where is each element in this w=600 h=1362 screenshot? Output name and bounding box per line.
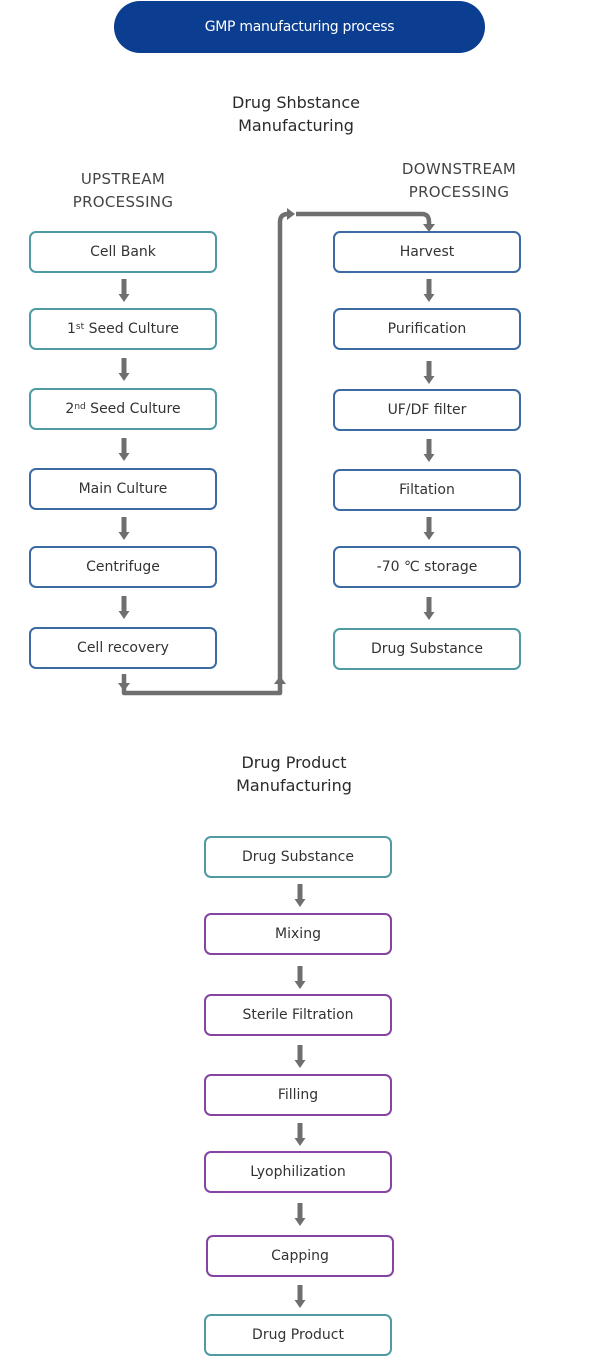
downstream-step-storage: -70 ℃ storage bbox=[333, 546, 521, 588]
product-step-lyophilization: Lyophilization bbox=[204, 1151, 392, 1193]
upstream-heading-line2: PROCESSING bbox=[72, 193, 174, 211]
arrow-down-icon bbox=[118, 683, 130, 691]
arrow-down-icon bbox=[118, 596, 130, 619]
product-step-label: Drug Substance bbox=[242, 849, 354, 865]
product-step-capping: Capping bbox=[206, 1235, 394, 1277]
header-title: GMP manufacturing process bbox=[114, 1, 485, 53]
downstream-heading: DOWNSTREAM PROCESSING bbox=[379, 158, 539, 204]
arrow-down-icon bbox=[294, 1045, 306, 1068]
upstream-step-cell-bank: Cell Bank bbox=[29, 231, 217, 273]
arrow-down-icon bbox=[423, 224, 435, 232]
downstream-step-filtation: Filtation bbox=[333, 469, 521, 511]
product-title-line1: Drug Product bbox=[241, 753, 347, 772]
downstream-step-drug-substance: Drug Substance bbox=[333, 628, 521, 670]
product-step-label: Mixing bbox=[275, 926, 321, 942]
arrow-down-icon bbox=[294, 1285, 306, 1308]
downstream-step-label: Purification bbox=[387, 321, 467, 337]
upstream-step-label: Centrifuge bbox=[86, 559, 160, 575]
upstream-step-ordinal: st bbox=[75, 322, 85, 332]
product-step-label: Capping bbox=[271, 1248, 329, 1264]
downstream-heading-line1: DOWNSTREAM bbox=[401, 160, 517, 178]
downstream-step-ufdf-filter: UF/DF filter bbox=[333, 389, 521, 431]
upstream-step-prefix: 1 bbox=[66, 321, 76, 337]
upstream-step-label: Main Culture bbox=[78, 481, 168, 497]
arrow-down-icon bbox=[423, 597, 435, 620]
arrow-down-icon bbox=[118, 358, 130, 381]
arrow-down-icon bbox=[294, 966, 306, 989]
upstream-step-main-culture: Main Culture bbox=[29, 468, 217, 510]
arrow-right-icon bbox=[287, 208, 295, 220]
arrow-down-icon bbox=[423, 361, 435, 384]
downstream-step-label: Harvest bbox=[399, 244, 455, 260]
product-step-mixing: Mixing bbox=[204, 913, 392, 955]
upstream-to-downstream-connector bbox=[121, 211, 432, 696]
arrow-down-icon bbox=[294, 884, 306, 907]
upstream-step-prefix: 2 bbox=[65, 401, 75, 417]
upstream-step-label: Cell recovery bbox=[77, 640, 169, 656]
upstream-step-ordinal: nd bbox=[74, 402, 86, 412]
upstream-heading-line1: UPSTREAM bbox=[80, 170, 166, 188]
downstream-step-label: Filtation bbox=[399, 482, 455, 498]
arrow-up-icon bbox=[274, 676, 286, 684]
upstream-step-cell-recovery: Cell recovery bbox=[29, 627, 217, 669]
arrow-down-icon bbox=[423, 517, 435, 540]
downstream-step-label: Drug Substance bbox=[371, 641, 483, 657]
product-step-label: Sterile Filtration bbox=[242, 1007, 354, 1023]
downstream-step-label: -70 ℃ storage bbox=[376, 559, 478, 575]
arrow-down-icon bbox=[423, 279, 435, 302]
substance-title-line2: Manufacturing bbox=[238, 116, 354, 135]
downstream-step-harvest: Harvest bbox=[333, 231, 521, 273]
arrow-down-icon bbox=[118, 438, 130, 461]
product-step-drug-product: Drug Product bbox=[204, 1314, 392, 1356]
substance-title: Drug Shbstance Manufacturing bbox=[196, 91, 396, 137]
arrow-down-icon bbox=[118, 279, 130, 302]
downstream-heading-line2: PROCESSING bbox=[408, 183, 510, 201]
downstream-step-purification: Purification bbox=[333, 308, 521, 350]
upstream-step-label: Seed Culture bbox=[85, 401, 181, 417]
upstream-step-centrifuge: Centrifuge bbox=[29, 546, 217, 588]
arrow-down-icon bbox=[423, 439, 435, 462]
product-title-line2: Manufacturing bbox=[236, 776, 352, 795]
product-step-filling: Filling bbox=[204, 1074, 392, 1116]
upstream-heading: UPSTREAM PROCESSING bbox=[48, 168, 198, 214]
product-step-label: Lyophilization bbox=[250, 1164, 346, 1180]
arrow-down-icon bbox=[294, 1203, 306, 1226]
product-step-label: Drug Product bbox=[252, 1327, 344, 1343]
product-step-label: Filling bbox=[277, 1087, 319, 1103]
upstream-step-label: Cell Bank bbox=[90, 244, 156, 260]
substance-title-line1: Drug Shbstance bbox=[232, 93, 360, 112]
downstream-step-label: UF/DF filter bbox=[387, 402, 467, 418]
product-step-drug-substance: Drug Substance bbox=[204, 836, 392, 878]
arrow-down-icon bbox=[294, 1123, 306, 1146]
product-title: Drug Product Manufacturing bbox=[194, 751, 394, 797]
arrow-down-icon bbox=[118, 517, 130, 540]
upstream-step-label: Seed Culture bbox=[84, 321, 179, 337]
product-step-sterile-filtration: Sterile Filtration bbox=[204, 994, 392, 1036]
